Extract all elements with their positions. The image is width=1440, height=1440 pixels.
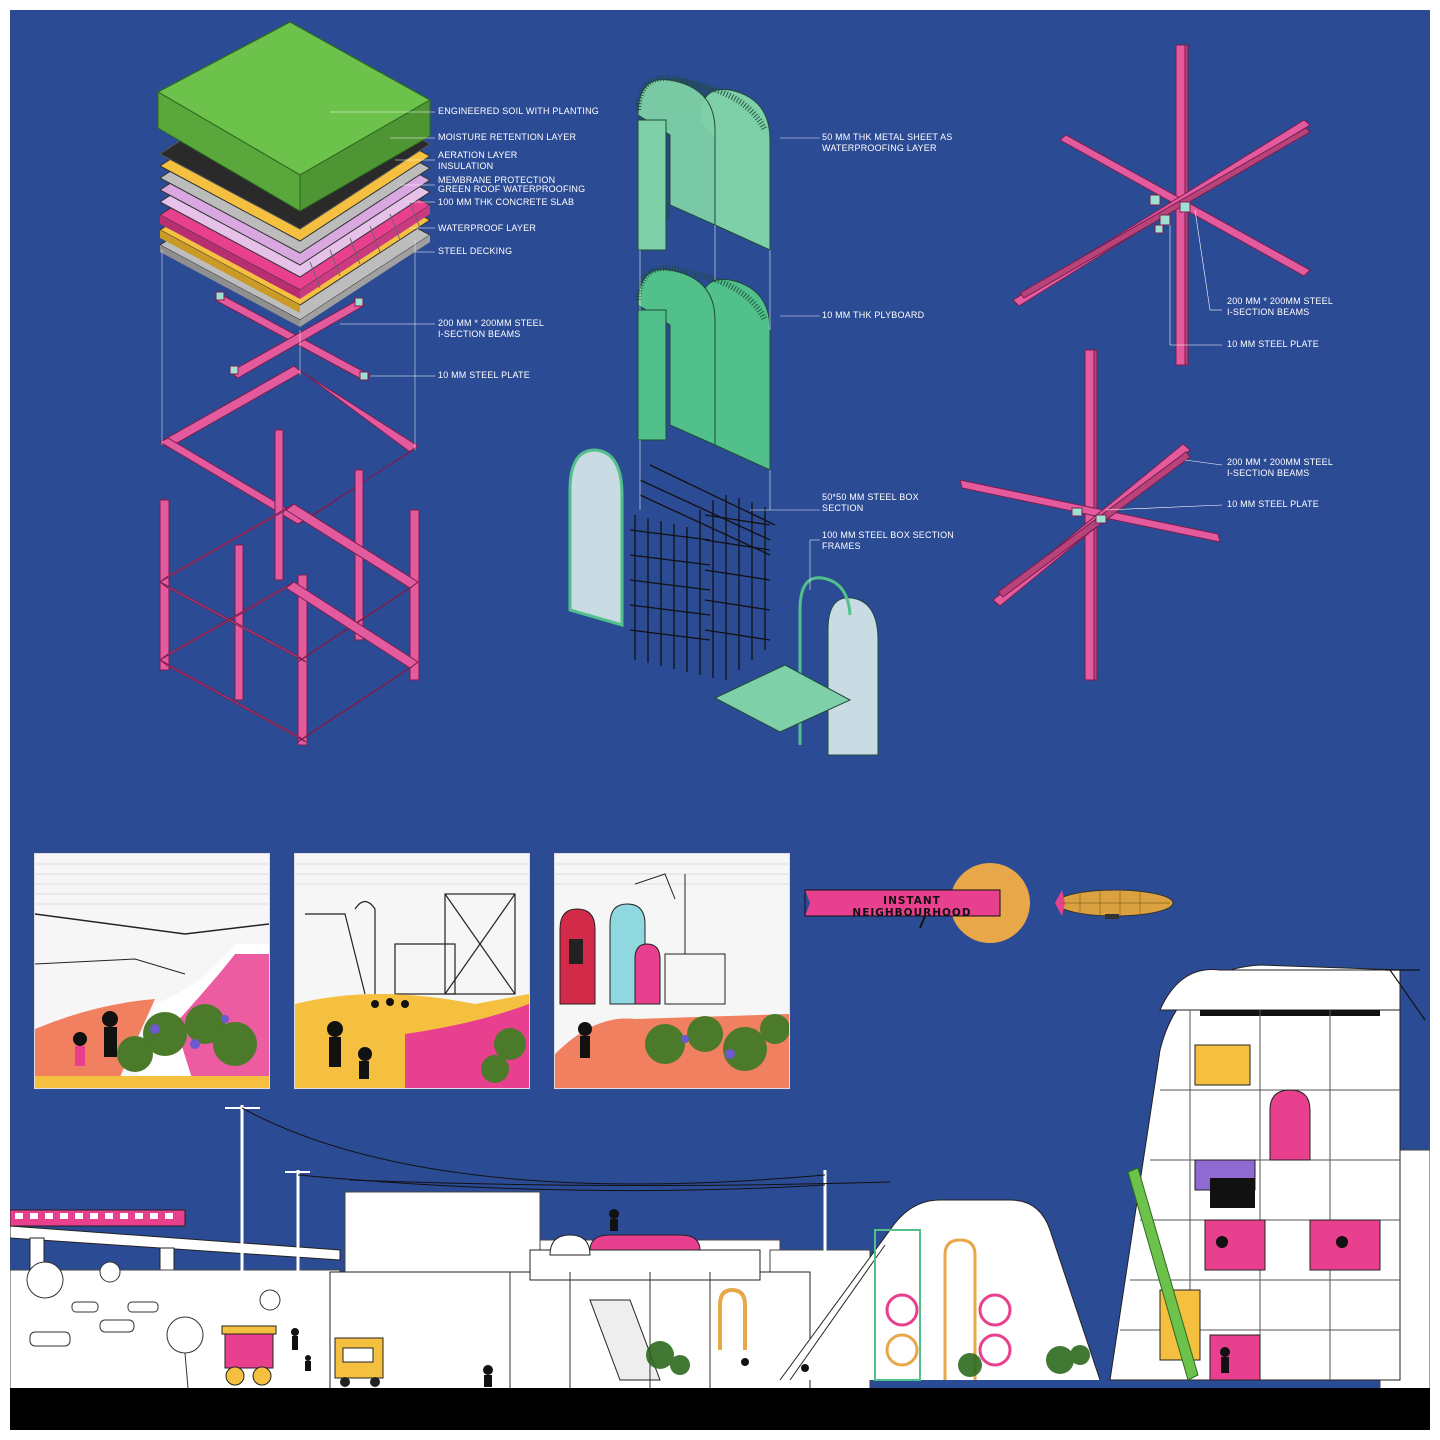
vignette-courtyard bbox=[554, 853, 790, 1089]
joint-bottom bbox=[959, 349, 1221, 681]
label-aeration: AERATION LAYER bbox=[438, 150, 518, 160]
vignette-plaza bbox=[294, 853, 530, 1089]
slide-structure bbox=[779, 1199, 1101, 1381]
label-plyboard: 10 mm THK PLYBOARD bbox=[822, 310, 925, 320]
label-box-frames: 100 mm STEEL BOX SECTION FRAMES bbox=[822, 530, 954, 551]
label-roof-beams: 200 mm * 200mm STEEL I-SECTION BEAMS bbox=[438, 318, 545, 339]
label-concrete-slab: 100 mm THK CONCRETE SLAB bbox=[438, 197, 575, 207]
roof-steel-frame bbox=[158, 365, 420, 746]
label-moisture: MOISTURE RETENTION LAYER bbox=[438, 132, 577, 142]
roof-layer-stack bbox=[156, 21, 432, 327]
instant-neighbourhood-banner bbox=[804, 863, 1174, 943]
label-membrane: MEMBRANE PROTECTION bbox=[438, 175, 556, 185]
ground-line bbox=[10, 1388, 1430, 1430]
label-joint-bottom-beams: 200 mm * 200mm STEEL I-SECTION BEAMS bbox=[1227, 457, 1334, 478]
food-cart-yellow bbox=[334, 1337, 384, 1387]
vignette-street bbox=[34, 853, 270, 1089]
label-metal-sheet: 50 mm THK METAL SHEET AS WATERPROOFING L… bbox=[822, 132, 953, 153]
banner-ribbon bbox=[805, 890, 1000, 916]
label-joint-bottom-plate: 10 mm STEEL PLATE bbox=[1227, 499, 1319, 509]
joint-details-diagram bbox=[959, 44, 1311, 681]
roof-module-diagram bbox=[156, 21, 435, 746]
label-soil: ENGINEERED SOIL WITH PLANTING bbox=[438, 106, 599, 116]
arch-metal-sheet bbox=[635, 75, 771, 251]
label-green-roof-waterproofing: GREEN ROOF WATERPROOFING bbox=[438, 184, 586, 194]
presentation-board: ENGINEERED SOIL WITH PLANTING MOISTURE R… bbox=[10, 10, 1430, 1430]
street-section-drawing bbox=[10, 964, 1430, 1393]
label-joint-top-beams: 200 mm * 200mm STEEL I-SECTION BEAMS bbox=[1227, 296, 1334, 317]
tower-structure bbox=[1109, 964, 1426, 1381]
roof-cross-beams bbox=[214, 291, 371, 381]
label-box-section: 50*50 mm STEEL BOX SECTION bbox=[822, 492, 919, 513]
joint-top bbox=[1012, 44, 1311, 366]
label-insulation: INSULATION bbox=[438, 161, 494, 171]
label-steel-decking: STEEL DECKING bbox=[438, 246, 513, 256]
label-roof-plate: 10 mm STEEL PLATE bbox=[438, 370, 530, 380]
mid-structure bbox=[329, 1234, 811, 1391]
banner-title: INSTANT NEIGHBOURHOOD bbox=[852, 895, 972, 919]
arch-steel-frames bbox=[568, 448, 879, 756]
label-joint-top-plate: 10 mm STEEL PLATE bbox=[1227, 339, 1319, 349]
arch-plyboard bbox=[635, 265, 771, 471]
label-waterproof-layer: WATERPROOF LAYER bbox=[438, 223, 537, 233]
arch-module-diagram bbox=[568, 75, 879, 756]
airship bbox=[1055, 889, 1174, 919]
food-cart-pink bbox=[221, 1325, 277, 1386]
